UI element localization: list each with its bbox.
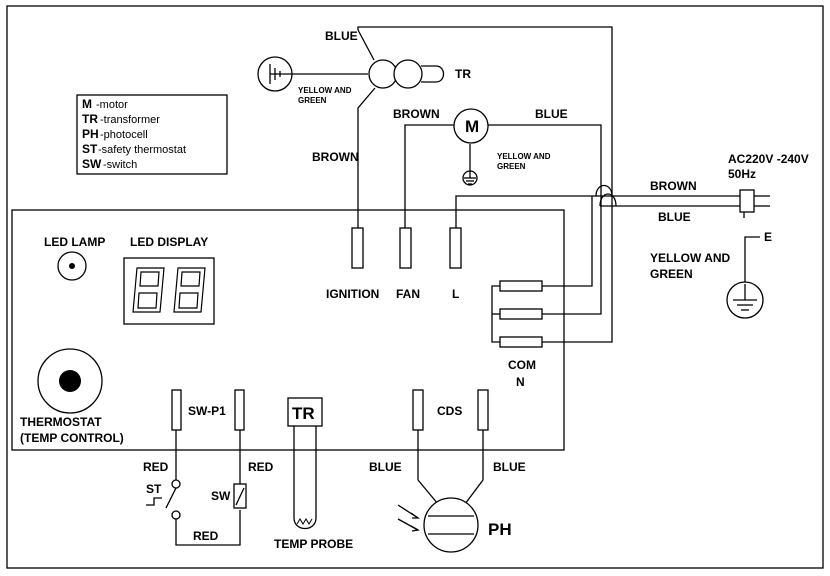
outer-frame xyxy=(6,5,824,569)
led-lamp xyxy=(57,251,87,281)
label-fan: FAN xyxy=(396,287,420,301)
motor-label: M xyxy=(465,117,479,136)
wire-crossover-2 xyxy=(599,193,617,207)
transformer-coil-right xyxy=(393,59,423,89)
wire-l xyxy=(455,195,596,228)
terminal-sw-p1-right xyxy=(234,389,245,431)
motor: M xyxy=(453,108,489,144)
label-com: COM xyxy=(508,358,536,372)
label-yellow-green-power-2: GREEN xyxy=(650,267,693,281)
thermostat-center xyxy=(59,370,81,392)
wire-crossover-1 xyxy=(595,184,613,197)
plug-icon xyxy=(739,189,770,218)
label-yellow-green-tr-2: GREEN xyxy=(298,96,327,105)
legend-code-ph: PH xyxy=(82,127,99,141)
terminal-ignition xyxy=(351,227,364,269)
label-cds: CDS xyxy=(437,404,462,418)
label-power-1: AC220V -240V xyxy=(728,152,809,166)
terminal-com-3 xyxy=(499,336,543,348)
label-blue-power: BLUE xyxy=(658,210,691,224)
terminal-cds-left xyxy=(412,389,424,431)
top-wiring xyxy=(292,26,740,343)
switch-sw xyxy=(233,430,247,509)
terminal-com-1 xyxy=(499,280,543,292)
terminal-l xyxy=(449,227,462,269)
transformer-label: TR xyxy=(455,67,471,81)
legend-desc-m: -motor xyxy=(96,99,128,111)
photocell-circle xyxy=(423,497,479,553)
board-terminals xyxy=(351,227,543,348)
photocell xyxy=(397,430,484,553)
label-led-lamp: LED LAMP xyxy=(44,235,105,249)
terminal-com-2 xyxy=(499,308,543,320)
label-st: ST xyxy=(146,482,162,496)
tr-ground-icon xyxy=(257,56,293,92)
led-lamp-dot xyxy=(69,263,75,269)
control-board xyxy=(11,209,565,451)
label-thermostat-1: THERMOSTAT xyxy=(20,415,102,429)
legend-code-tr: TR xyxy=(82,112,98,126)
earth-ground-icon xyxy=(726,236,764,319)
led-display-box xyxy=(123,257,215,325)
label-yellow-green-power-1: YELLOW AND xyxy=(650,251,731,265)
legend-code-sw: SW xyxy=(82,157,102,171)
terminal-fan xyxy=(399,227,412,269)
label-thermostat-2: (TEMP CONTROL) xyxy=(20,431,124,445)
label-sw: SW xyxy=(211,489,231,503)
led-display xyxy=(123,257,215,325)
wire-com-l xyxy=(542,196,593,287)
label-blue-top: BLUE xyxy=(325,29,358,43)
label-red-left: RED xyxy=(143,460,169,474)
legend-desc-st: -safety thermostat xyxy=(98,144,186,156)
label-brown-power: BROWN xyxy=(650,179,697,193)
tr-box xyxy=(287,397,323,427)
label-blue-right: BLUE xyxy=(493,460,526,474)
label-brown-fan: BROWN xyxy=(393,107,440,121)
wire-blue-top xyxy=(357,29,375,61)
terminal-cds-right xyxy=(477,389,489,431)
thermostat-knob xyxy=(37,348,103,414)
transformer-output xyxy=(421,65,445,83)
transformer-coil-left xyxy=(368,59,398,89)
legend-box xyxy=(76,94,228,175)
label-sw-p1: SW-P1 xyxy=(188,404,226,418)
wire-brown-fan xyxy=(404,124,455,228)
label-tr-box: TR xyxy=(292,404,315,423)
label-ph: PH xyxy=(488,520,512,539)
label-n: N xyxy=(516,375,525,389)
legend-desc-ph: -photocell xyxy=(100,129,148,141)
wire-brown-ignition xyxy=(357,87,376,228)
label-yellow-green-motor-2: GREEN xyxy=(497,162,526,171)
motor-circle xyxy=(453,108,489,144)
legend-desc-sw: -switch xyxy=(103,159,137,171)
label-yellow-green-motor-1: YELLOW AND xyxy=(497,152,551,161)
wire-blue-motor xyxy=(488,124,602,315)
label-ignition: IGNITION xyxy=(326,287,379,301)
wire-blue-top-run xyxy=(357,26,613,343)
label-brown-left: BROWN xyxy=(312,150,359,164)
legend-desc-tr: -transformer xyxy=(100,114,160,126)
legend-code-st: ST xyxy=(82,142,98,156)
label-red-right: RED xyxy=(248,460,274,474)
label-yellow-green-tr-1: YELLOW AND xyxy=(298,86,352,95)
label-l: L xyxy=(452,287,459,301)
terminal-sw-p1-left xyxy=(171,389,182,431)
temp-probe xyxy=(293,426,317,530)
motor-ground-icon xyxy=(462,170,478,186)
label-blue-motor: BLUE xyxy=(535,107,568,121)
transformer: TR xyxy=(368,59,471,89)
label-power-2: 50Hz xyxy=(728,167,756,181)
legend-code-m: M xyxy=(82,97,92,111)
legend: M -motor TR -transformer PH -photocell S… xyxy=(76,94,228,175)
label-red-bottom: RED xyxy=(193,529,219,543)
label-blue-left: BLUE xyxy=(369,460,402,474)
label-temp-probe: TEMP PROBE xyxy=(274,537,353,551)
label-led-display: LED DISPLAY xyxy=(130,235,208,249)
label-earth-e: E xyxy=(764,230,772,244)
safety-thermostat xyxy=(146,430,241,546)
